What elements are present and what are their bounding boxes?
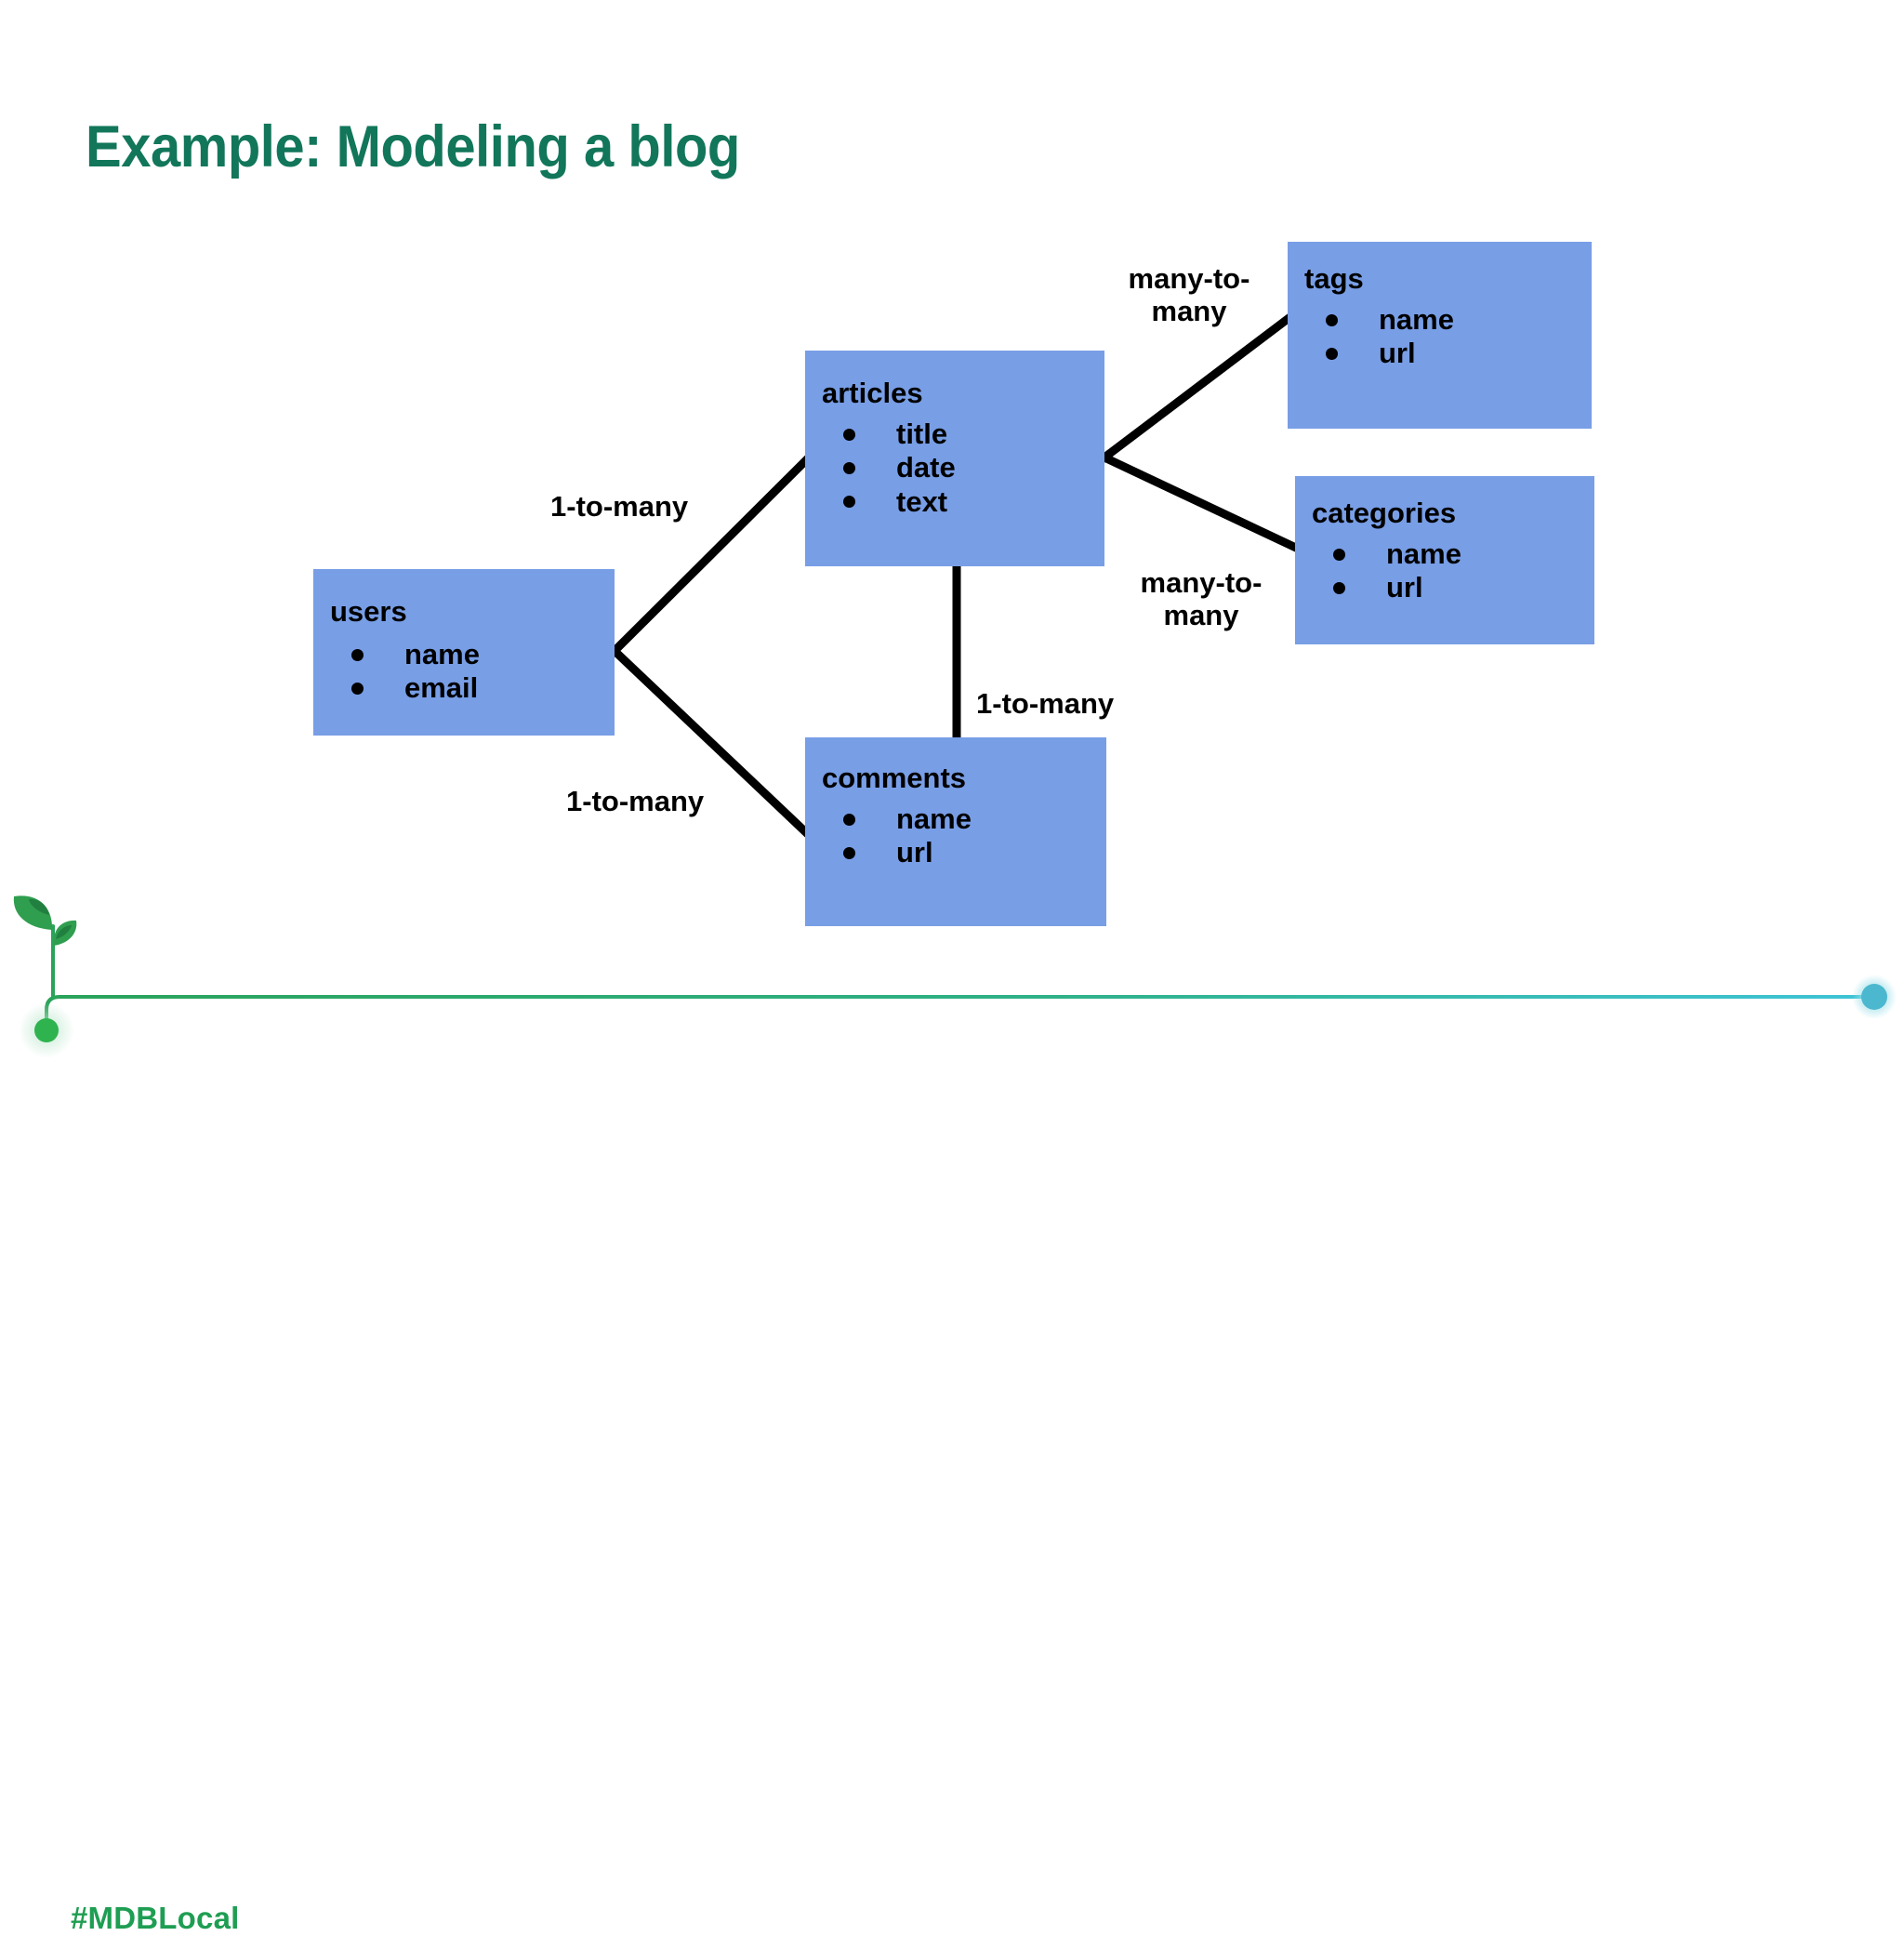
- end-dot-icon: [1861, 984, 1887, 1010]
- bullet-icon: [1333, 548, 1345, 561]
- entity-field-label: name: [404, 638, 480, 670]
- page-title: Example: Modeling a blog: [86, 114, 740, 179]
- vine-path: [45, 995, 1876, 1030]
- bullet-icon: [351, 648, 364, 661]
- bullet-icon: [843, 813, 855, 826]
- footer-hashtag: #MDBLocal: [71, 1901, 240, 1935]
- bullet-icon: [1326, 347, 1338, 360]
- entity-field: name: [822, 802, 972, 836]
- bullet-icon: [1326, 313, 1338, 326]
- entity-field: title: [822, 418, 956, 451]
- edge-label-users-articles: 1-to-many: [550, 490, 689, 523]
- entity-field: url: [1312, 571, 1461, 604]
- seed-dot-icon: [34, 1018, 59, 1042]
- entity-box-categories[interactable]: categories name url: [1295, 476, 1594, 644]
- entity-field-label: name: [896, 802, 972, 835]
- entity-box-comments[interactable]: comments name url: [805, 737, 1106, 926]
- footer-vine-graphic: [13, 895, 1897, 1058]
- entity-field-list: name url: [822, 802, 972, 870]
- entity-field-list: title date text: [822, 418, 956, 519]
- entity-field-label: name: [1386, 537, 1461, 570]
- entity-field-list: name email: [330, 638, 480, 706]
- sprout-icon: [13, 895, 77, 946]
- entity-name: categories: [1312, 497, 1457, 529]
- bullet-icon: [843, 496, 855, 509]
- entity-field: text: [822, 485, 956, 519]
- edge-users-articles: [608, 449, 817, 657]
- entity-field-list: name url: [1312, 537, 1461, 605]
- entity-name: users: [330, 595, 407, 628]
- edge-articles-categories: [1099, 452, 1303, 554]
- entity-name: tags: [1304, 262, 1364, 295]
- entity-name: articles: [822, 377, 923, 409]
- entity-field-list: name url: [1304, 303, 1454, 371]
- entity-field: name: [1312, 537, 1461, 571]
- footer-branding: #MDBLocal: [0, 883, 1904, 1935]
- er-diagram: users name email articles title: [313, 242, 1594, 926]
- bullet-icon: [351, 682, 364, 695]
- entity-field-label: text: [896, 484, 948, 518]
- edge-articles-tags: [1098, 310, 1298, 464]
- entity-field-label: title: [896, 418, 948, 450]
- bullet-icon: [1333, 581, 1345, 594]
- bullet-icon: [843, 846, 855, 859]
- edge-label-articles-categories: many-to- many: [1140, 566, 1263, 631]
- bullet-icon: [843, 461, 855, 474]
- entity-field-label: name: [1379, 303, 1454, 336]
- entity-field-label: url: [896, 836, 933, 869]
- slide-canvas: Example: Modeling a blog users name: [0, 114, 1904, 1935]
- entity-field: name: [1304, 303, 1454, 337]
- entity-field: name: [330, 638, 480, 671]
- entity-field-label: url: [1386, 571, 1423, 604]
- entity-field: url: [822, 836, 972, 869]
- entity-field-label: email: [404, 671, 479, 705]
- entity-field: url: [1304, 337, 1454, 370]
- entity-field-label: url: [1379, 337, 1416, 370]
- entity-box-tags[interactable]: tags name url: [1288, 242, 1592, 429]
- entity-box-users[interactable]: users name email: [313, 569, 615, 736]
- entity-field-label: date: [896, 451, 956, 484]
- entity-name: comments: [822, 762, 967, 794]
- entity-field: email: [330, 671, 480, 705]
- edge-label-articles-comments: 1-to-many: [976, 687, 1115, 720]
- edge-label-articles-tags: many-to- many: [1128, 262, 1250, 327]
- edge-label-users-comments: 1-to-many: [566, 785, 705, 817]
- entity-box-articles[interactable]: articles title date text: [805, 351, 1104, 566]
- bullet-icon: [843, 428, 855, 441]
- entity-field: date: [822, 451, 956, 484]
